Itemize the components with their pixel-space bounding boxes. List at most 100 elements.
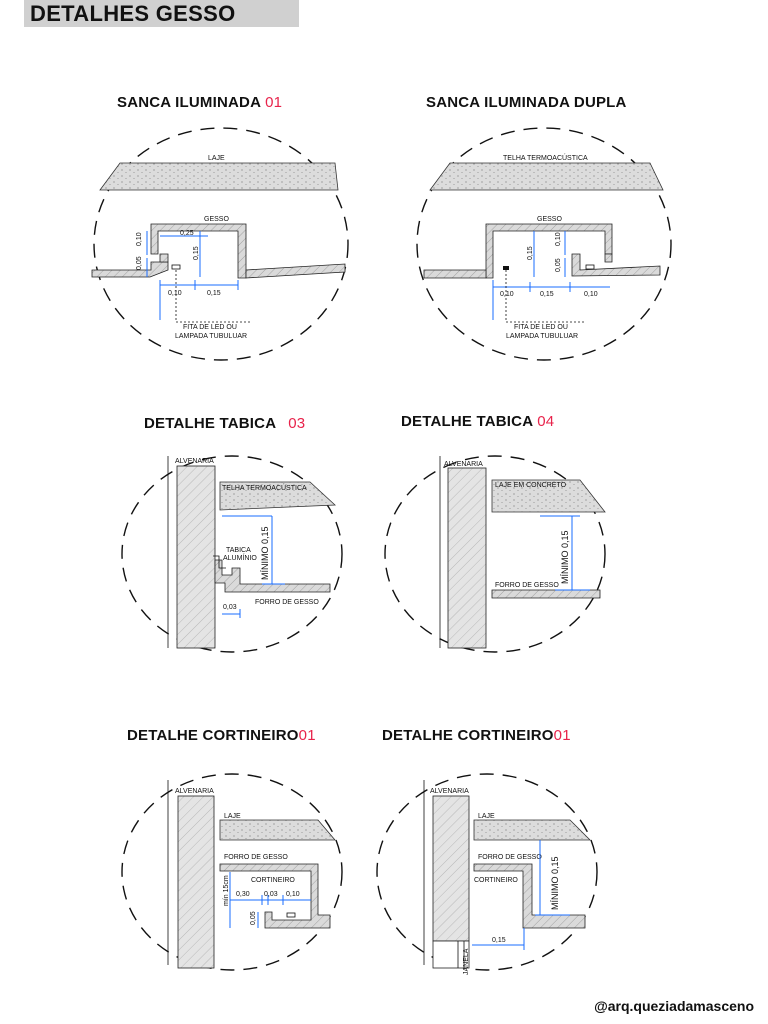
detail-circle <box>416 127 672 361</box>
gesso-box <box>150 223 247 279</box>
label-laje: LAJE <box>208 155 225 162</box>
page-banner: DETALHES GESSO <box>24 0 299 27</box>
forro-gesso <box>214 559 331 593</box>
cortineiro-box <box>473 863 586 929</box>
label-telha: TELHA TERMOACÚSTICA <box>222 483 307 492</box>
led-strip-left <box>503 266 509 270</box>
dim-015-vertical: 0,15 <box>527 246 534 260</box>
telha-slab <box>429 162 664 191</box>
title-text: SANCA ILUMINADA <box>117 94 262 111</box>
title-text: DETALHE TABICA <box>401 413 534 430</box>
detail-circle <box>376 773 598 971</box>
alvenaria-wall <box>447 467 487 649</box>
led-strip <box>286 912 296 918</box>
dim-010-a: 0,10 <box>500 291 514 298</box>
sanca-iluminada-drawing: LAJE GESSO 0,25 0,10 0,05 0,15 0,10 0,15… <box>91 127 349 361</box>
label-laje: LAJE EM CONCRETO <box>495 482 567 489</box>
title-number: 01 <box>298 727 316 744</box>
tabica-aluminio-profile <box>213 555 226 569</box>
page-title: DETALHES GESSO <box>30 1 236 26</box>
label-gesso: GESSO <box>204 216 229 223</box>
dim-min-15cm: mín 15cm <box>223 875 230 906</box>
title-number: 01 <box>265 94 283 111</box>
label-forro: FORRO DE GESSO <box>255 599 319 606</box>
label-laje: LAJE <box>478 813 495 820</box>
gesso-box <box>485 223 613 279</box>
dim-005-vertical: 0,05 <box>136 256 143 270</box>
dim-minimo-015: MÍNIMO 0,15 <box>260 526 270 580</box>
label-forro: FORRO DE GESSO <box>478 854 542 861</box>
dim-010: 0,10 <box>286 891 300 898</box>
label-cortineiro: CORTINEIRO <box>251 877 295 884</box>
label-fita-1: FITA DE LED OU <box>514 324 568 331</box>
janela-opening <box>432 940 470 969</box>
dim-015-horizontal: 0,15 <box>540 291 554 298</box>
dim-010-b: 0,10 <box>584 291 598 298</box>
cortineiro-1-drawing: ALVENARIA LAJE FORRO DE GESSO CORTINEIRO… <box>121 773 343 971</box>
label-laje: LAJE <box>224 813 241 820</box>
dim-003: 0,03 <box>264 891 278 898</box>
label-alvenaria: ALVENARIA <box>175 788 214 795</box>
dim-015-horizontal: 0,15 <box>207 290 221 297</box>
label-forro: FORRO DE GESSO <box>224 854 288 861</box>
title-number: 03 <box>288 415 306 432</box>
label-alvenaria: ALVENARIA <box>175 458 214 465</box>
dim-003: 0,03 <box>223 604 237 611</box>
title-text: DETALHE TABICA <box>144 415 277 432</box>
label-fita-1: FITA DE LED OU <box>183 324 237 331</box>
telha-slab <box>219 481 336 511</box>
title-cortineiro-2: DETALHE CORTINEIRO01 <box>382 727 571 744</box>
label-gesso: GESSO <box>537 216 562 223</box>
detail-circle <box>121 455 343 653</box>
dim-010-vertical: 0,10 <box>136 232 143 246</box>
title-text: SANCA ILUMINADA DUPLA <box>426 94 627 111</box>
label-cortineiro: CORTINEIRO <box>474 877 518 884</box>
alvenaria-wall <box>432 795 470 942</box>
led-strip <box>171 264 181 270</box>
label-janela: JANELA <box>463 948 470 975</box>
forro-gesso <box>491 589 601 599</box>
author-credit: @arq.queziadamasceno <box>594 998 754 1014</box>
label-fita-2: LAMPADA TUBULUAR <box>175 333 247 340</box>
dim-015-vertical: 0,15 <box>193 246 200 260</box>
label-alvenaria: ALVENARIA <box>444 461 483 468</box>
label-tabica-1: TABICA <box>226 547 251 554</box>
led-strip-right <box>585 264 595 270</box>
tabica-03-drawing: ALVENARIA TELHA TERMOACÚSTICA TABICA ALU… <box>121 455 343 653</box>
laje-slab <box>99 162 339 191</box>
gesso-ceiling-right <box>245 263 346 279</box>
sanca-dupla-drawing: TELHA TERMOACÚSTICA GESSO 0,15 0,10 0,05… <box>416 127 672 361</box>
detail-circle <box>93 127 349 361</box>
cortineiro-box <box>219 863 331 929</box>
dim-minimo-015: MÍNIMO 0,15 <box>560 530 570 584</box>
label-telha: TELHA TERMOACÚSTICA <box>503 153 588 162</box>
cortineiro-2-drawing: JANELA ALVENARIA LAJE FORRO DE GESSO COR… <box>376 773 598 975</box>
alvenaria-wall <box>177 795 215 969</box>
dim-030: 0,30 <box>236 891 250 898</box>
dim-005-vertical: 0,05 <box>555 258 562 272</box>
label-fita-2: LAMPADA TUBULUAR <box>506 333 578 340</box>
title-tabica-03: DETALHE TABICA 03 <box>144 415 305 432</box>
alvenaria-wall <box>176 465 216 649</box>
gesso-ceiling-left <box>91 261 169 278</box>
dim-minimo-015: MÍNIMO 0,15 <box>550 856 560 910</box>
label-alvenaria: ALVENARIA <box>430 788 469 795</box>
detail-circle <box>384 455 606 653</box>
dim-015: 0,15 <box>492 937 506 944</box>
title-number: 01 <box>553 727 571 744</box>
title-text: DETALHE CORTINEIRO <box>382 727 554 744</box>
detail-circle <box>121 773 343 971</box>
label-tabica-2: ALUMÍNIO <box>223 553 257 562</box>
title-sanca-dupla: SANCA ILUMINADA DUPLA <box>426 94 627 111</box>
laje-slab <box>219 819 336 841</box>
label-forro: FORRO DE GESSO <box>495 582 559 589</box>
title-number: 04 <box>537 413 555 430</box>
laje-slab <box>473 819 591 841</box>
gesso-lip <box>159 253 169 263</box>
tabica-04-drawing: ALVENARIA LAJE EM CONCRETO MÍNIMO 0,15 F… <box>384 455 606 653</box>
laje-slab <box>491 479 606 513</box>
dim-010-vertical: 0,10 <box>555 232 562 246</box>
